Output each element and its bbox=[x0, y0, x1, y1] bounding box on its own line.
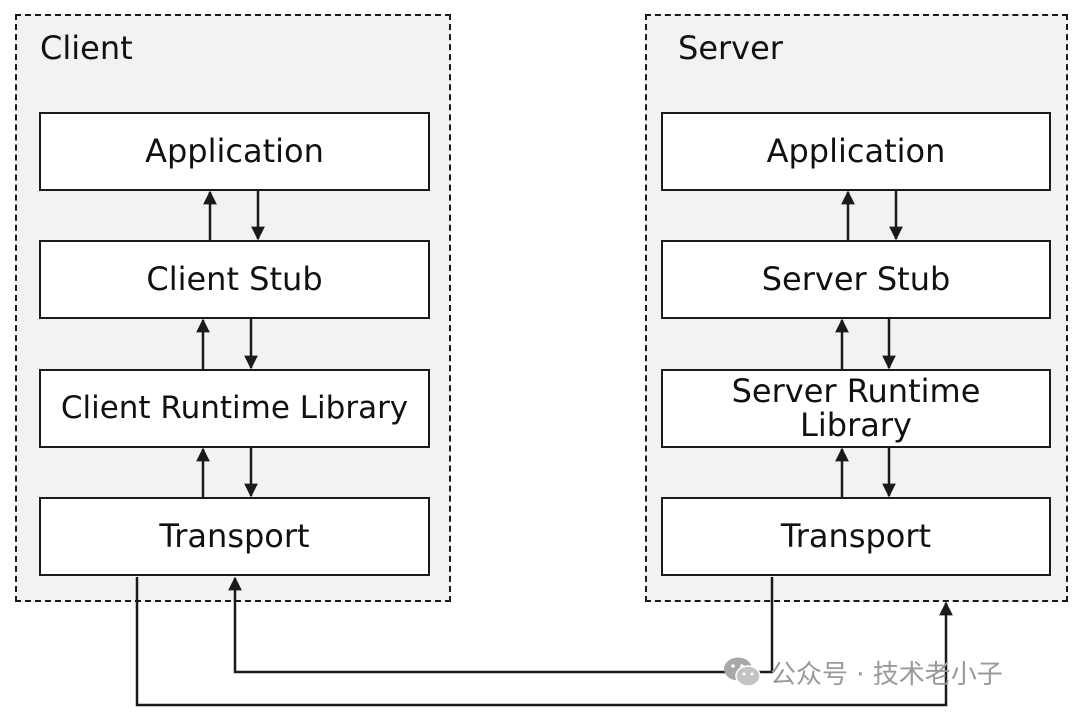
client-to-server-connector bbox=[135, 577, 953, 707]
watermark: 公众号 · 技术老小子 bbox=[722, 652, 1003, 692]
watermark-text: 公众号 · 技术老小子 bbox=[770, 659, 1003, 690]
server-runtime-box: Server Runtime Library bbox=[661, 369, 1051, 448]
server-application-box: Application bbox=[661, 112, 1051, 191]
client-title: Client bbox=[40, 29, 133, 67]
server-transport-box: Transport bbox=[661, 497, 1051, 576]
client-stub-box: Client Stub bbox=[39, 240, 430, 319]
server-to-client-connector bbox=[228, 576, 774, 674]
client-application-box: Application bbox=[39, 112, 430, 191]
client-transport-box: Transport bbox=[39, 497, 430, 576]
server-stub-box: Server Stub bbox=[661, 240, 1051, 319]
wechat-icon bbox=[724, 657, 761, 687]
client-runtime-box: Client Runtime Library bbox=[39, 369, 430, 448]
server-title: Server bbox=[678, 29, 783, 67]
